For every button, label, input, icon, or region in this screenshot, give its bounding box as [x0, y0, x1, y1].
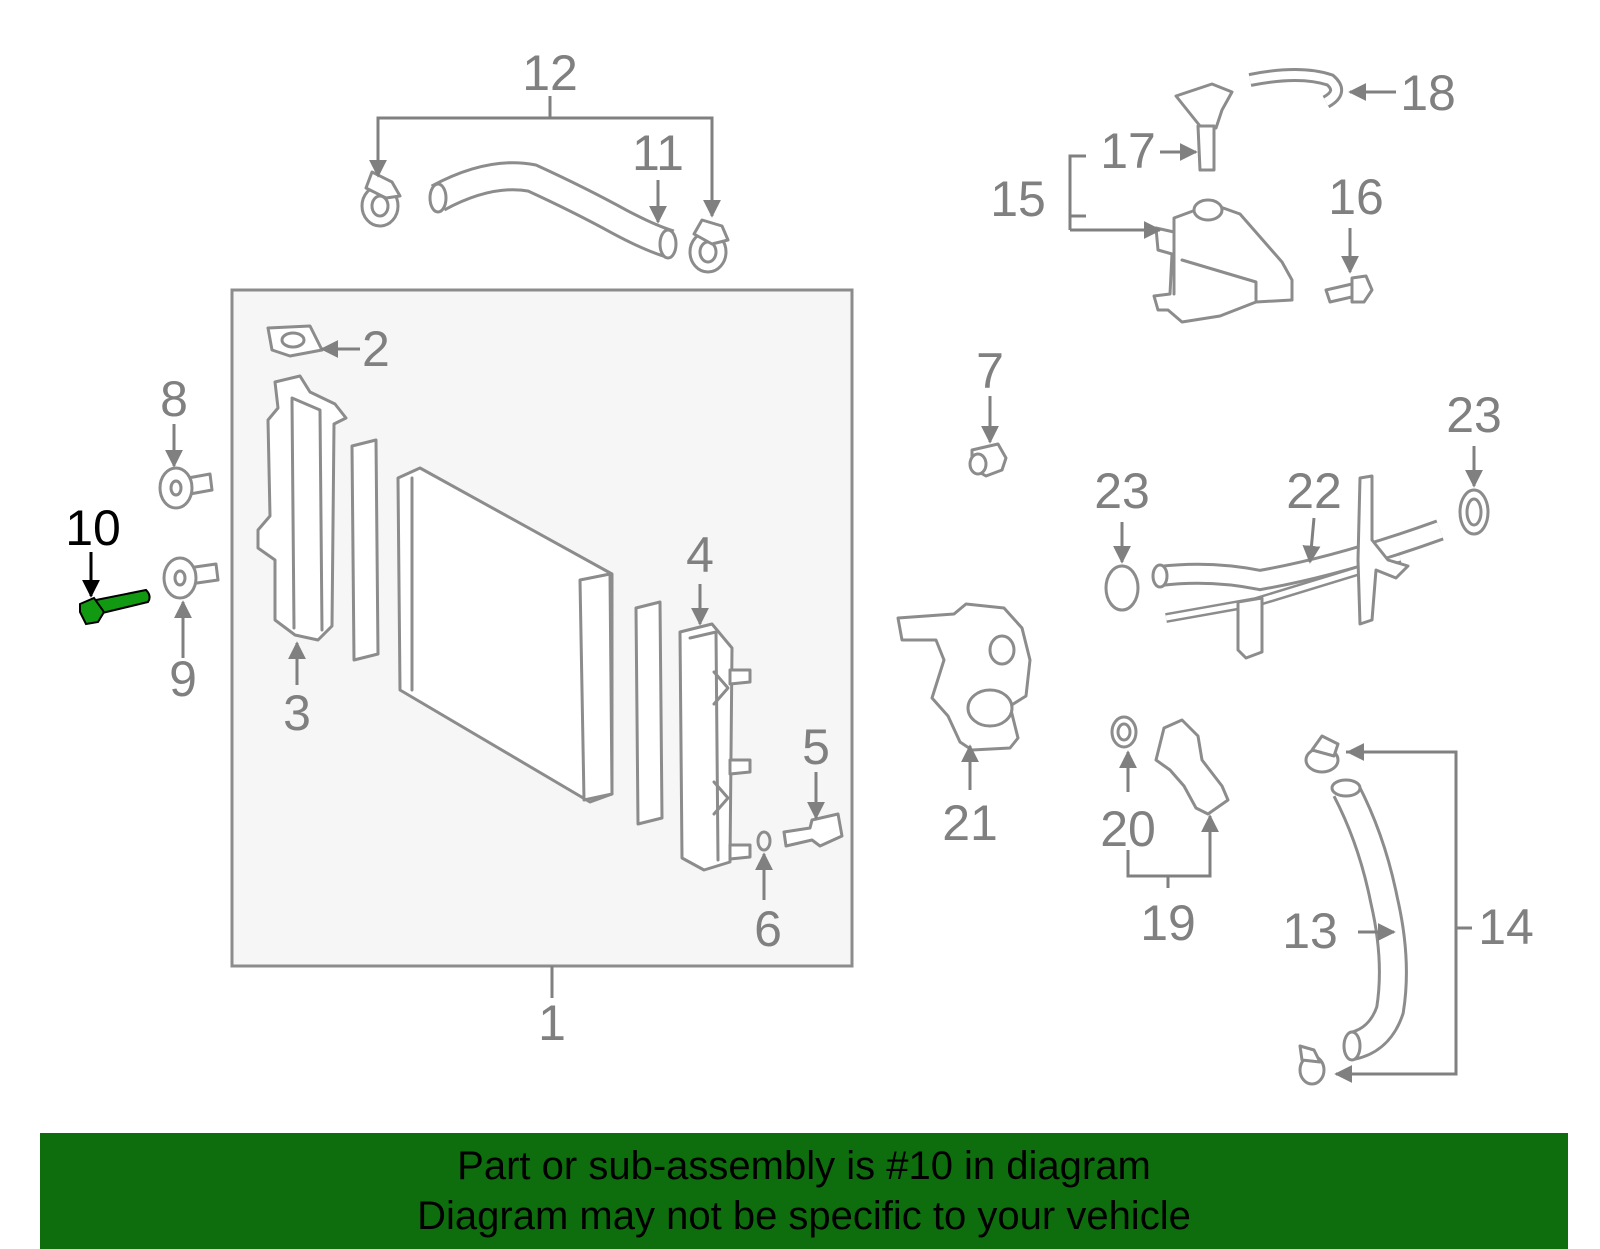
label-19: 19: [1140, 895, 1196, 951]
label-20: 20: [1100, 801, 1156, 857]
info-banner: Part or sub-assembly is #10 in diagram D…: [40, 1133, 1568, 1249]
radiator-core: [396, 466, 614, 804]
part-23-gasket-right: [1458, 446, 1490, 536]
label-18: 18: [1400, 65, 1456, 121]
part-4-right-tank: [678, 584, 752, 872]
part-21-housing: [896, 602, 1032, 790]
part-7-plug: [968, 396, 1008, 478]
label-6: 6: [754, 901, 782, 957]
part-22-water-pipe: [1151, 474, 1444, 660]
part-16-bolt: [1324, 228, 1374, 304]
label-16: 16: [1328, 169, 1384, 225]
label-2: 2: [362, 321, 390, 377]
part-10-bolt: [79, 552, 151, 626]
label-13: 13: [1282, 903, 1338, 959]
label-22: 22: [1286, 463, 1342, 519]
label-23-right: 23: [1446, 387, 1502, 443]
part-20-gasket: [1110, 715, 1138, 792]
gasket-strip-left: [350, 438, 380, 662]
part-11-upper-hose: [428, 161, 678, 260]
label-15: 15: [990, 171, 1046, 227]
label-17: 17: [1100, 123, 1156, 179]
part-2-seal: [266, 324, 360, 358]
banner-line-1: Part or sub-assembly is #10 in diagram: [457, 1144, 1151, 1188]
part-8-bushing: [158, 424, 214, 510]
label-21: 21: [942, 795, 998, 851]
gasket-strip-right: [634, 600, 664, 826]
part-19-inlet: [1126, 718, 1230, 888]
label-14: 14: [1478, 899, 1534, 955]
banner-line-2: Diagram may not be specific to your vehi…: [417, 1194, 1191, 1238]
part-13-lower-hose: [1330, 778, 1408, 1062]
label-8: 8: [160, 371, 188, 427]
part-9-bushing: [162, 556, 220, 658]
label-1: 1: [538, 995, 566, 1051]
part-17-cap: [1160, 82, 1234, 172]
part-5-drain-cock: [782, 772, 844, 848]
label-9: 9: [169, 651, 197, 707]
label-10: 10: [65, 500, 121, 556]
label-7: 7: [976, 343, 1004, 399]
part-14-clamps: [1298, 734, 1472, 1086]
label-11: 11: [632, 125, 684, 181]
part-3-left-tank: [256, 374, 348, 685]
label-4: 4: [686, 527, 714, 583]
part-15-reservoir: [1068, 154, 1294, 324]
parts-diagram: 1 2 3 4 5 6 7 8 10 9 11 12 13 14 15 16 1…: [65, 45, 1534, 1086]
label-23-left: 23: [1094, 463, 1150, 519]
label-3: 3: [283, 685, 311, 741]
part-12-clamps: [360, 96, 730, 274]
label-12: 12: [522, 45, 578, 101]
part-18-hose: [1248, 68, 1396, 109]
part-23-gasket-left: [1104, 522, 1140, 612]
part-6-o-ring: [755, 830, 773, 900]
label-5: 5: [802, 719, 830, 775]
